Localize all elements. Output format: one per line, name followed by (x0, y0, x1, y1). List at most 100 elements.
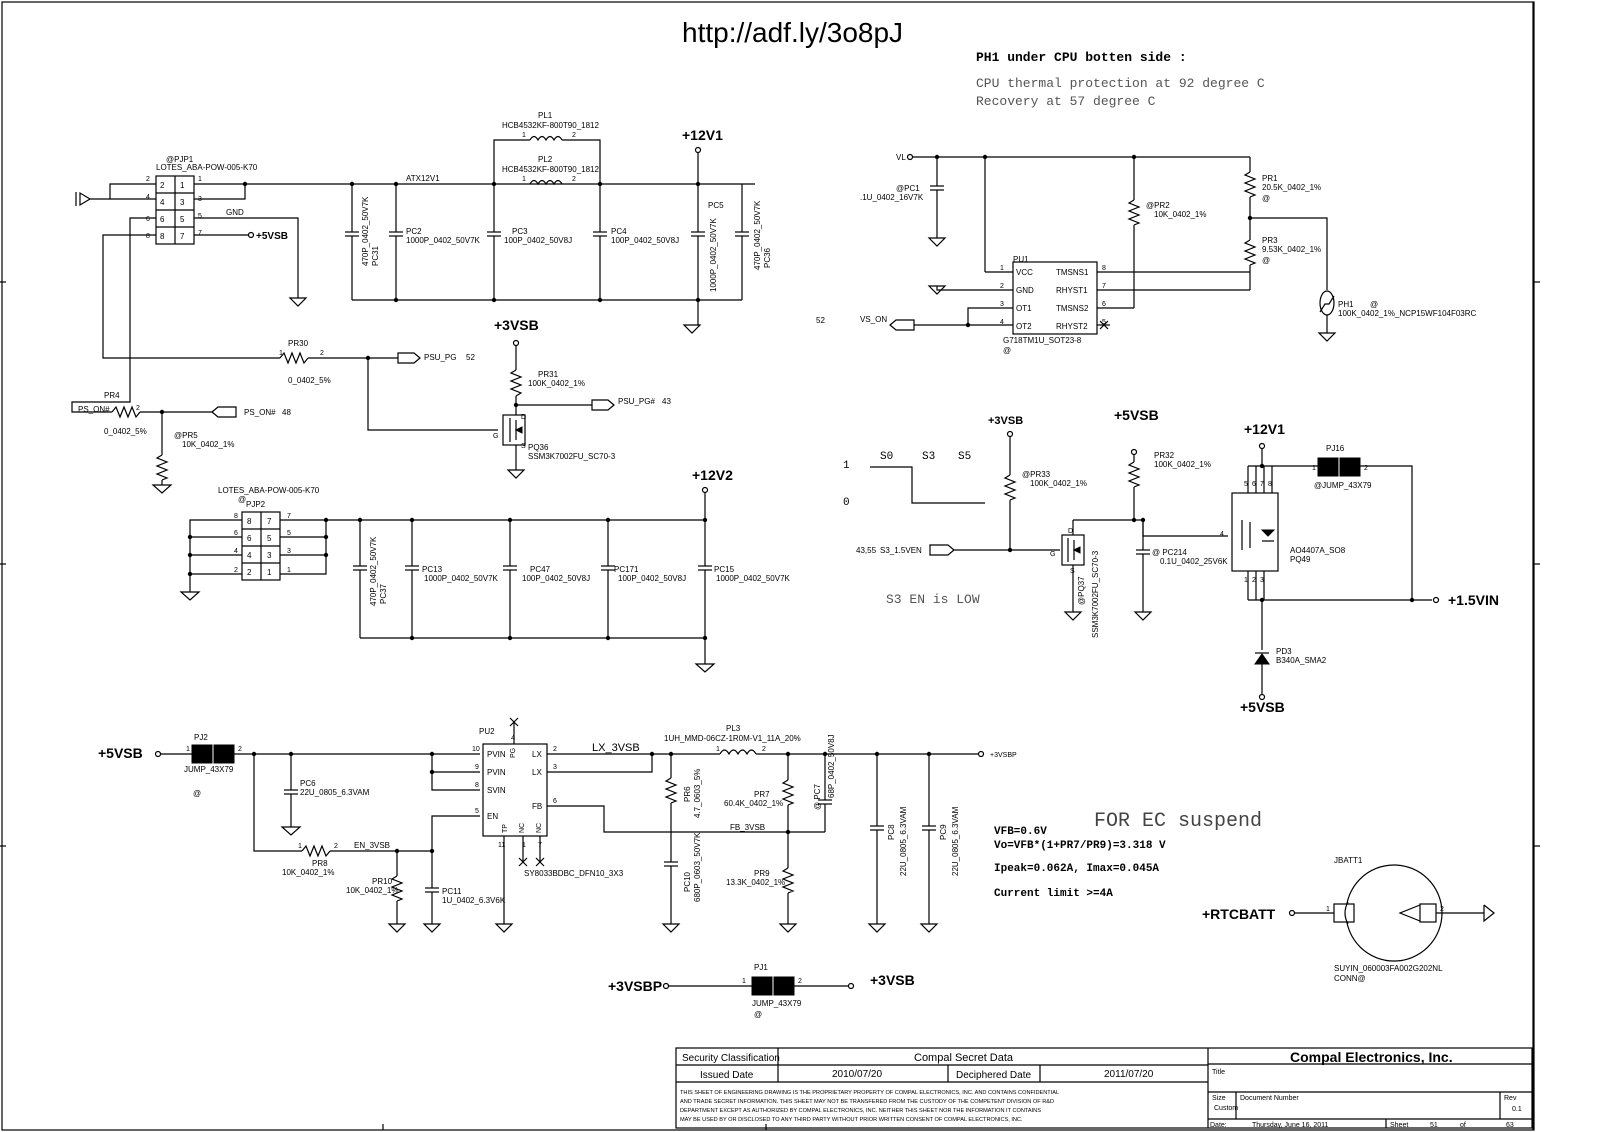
pr9-ref: PR9 (754, 869, 770, 878)
svg-text:7: 7 (1102, 283, 1106, 290)
pc3-ref: PC3 (512, 227, 528, 236)
pj2-ref: PJ2 (194, 733, 208, 742)
pc36-value: 470P_0402_50V7K (753, 200, 762, 270)
svg-text:1: 1 (1326, 906, 1330, 913)
svg-text:8: 8 (247, 517, 252, 526)
pr31-value: 100K_0402_1% (528, 379, 585, 388)
pjp1-part: LOTES_ABA-POW-005-K70 (156, 163, 258, 172)
jbatt1-conn: CONN@ (1334, 974, 1366, 983)
pj1-value: JUMP_43X79 (752, 999, 802, 1008)
date-label: Date: (1210, 1122, 1227, 1129)
docnum-label: Document Number (1240, 1095, 1299, 1102)
company-name: Compal Electronics, Inc. (1290, 1049, 1453, 1065)
pu2-pin-en: EN (487, 812, 498, 821)
ph1-at: @ (1370, 300, 1378, 309)
s3-en-net: S3_1.5VEN (880, 546, 922, 555)
disclaimer-1: THIS SHEET OF ENGINEERING DRAWING IS THE… (680, 1090, 1059, 1096)
svg-text:1: 1 (186, 746, 190, 753)
svg-text:7: 7 (180, 232, 185, 241)
pr2-value: 10K_0402_1% (1154, 210, 1207, 219)
pu1-pin-rhyst2: RHYST2 (1056, 322, 1088, 331)
pc31-value: 470P_0402_50V7K (361, 196, 370, 266)
rev-label: Rev (1504, 1095, 1517, 1102)
pc11-ref: PC11 (442, 887, 462, 896)
pl3-value: 1UH_MMD-06CZ-1R0M-V1_11A_20% (664, 734, 801, 743)
pj16-jumper (1317, 457, 1361, 477)
rail-15vin: +1.5VIN (1448, 592, 1499, 608)
size-value: Custom (1214, 1105, 1238, 1112)
svg-text:4: 4 (247, 551, 252, 560)
pr8-value: 10K_0402_1% (282, 868, 335, 877)
pj2-value: JUMP_43X79 (184, 765, 234, 774)
pr6-ref: PR6 (683, 786, 692, 802)
ps-on-ref: 48 (282, 408, 291, 417)
pr7-value: 60.4K_0402_1% (724, 799, 783, 808)
pu1-pin-gnd: GND (1016, 286, 1034, 295)
svg-text:5: 5 (267, 534, 272, 543)
pu2-pin-tp: TP (502, 824, 509, 833)
pq49-value: AO4407A_SO8 (1290, 546, 1346, 555)
pu1-pin-ot2: OT2 (1016, 322, 1032, 331)
svg-text:6: 6 (234, 530, 238, 537)
svg-text:10: 10 (472, 746, 480, 753)
svg-text:G: G (1050, 551, 1055, 558)
svg-text:2: 2 (798, 978, 802, 985)
svg-text:D: D (521, 414, 526, 421)
pq37-mosfet: DSG (1050, 528, 1085, 575)
pq37-ref: @PQ37 (1077, 576, 1086, 605)
rail-5vsb-pd3: +5VSB (1240, 699, 1285, 715)
pu1-pin-tmsns2: TMSNS2 (1056, 304, 1089, 313)
pu2-pin-nc2: NC (536, 823, 543, 833)
pr2-ref: @PR2 (1146, 201, 1170, 210)
svg-text:9: 9 (475, 764, 479, 771)
pc31-ref: PC31 (371, 245, 380, 266)
svg-text:5: 5 (475, 808, 479, 815)
pc5-value: 1000P_0402_50V7K (709, 217, 718, 292)
pj16-value: @JUMP_43X79 (1314, 481, 1372, 490)
level-1: 1 (843, 460, 850, 472)
ps-on-net: PS_ON# (244, 408, 276, 417)
pu1-ic: VCC TMSNS1 GND RHYST1 OT1 TMSNS2 OT2 RHY… (1012, 261, 1098, 335)
pc13-value: 1000P_0402_50V7K (424, 574, 499, 583)
pr30-ref: PR30 (288, 339, 309, 348)
pu2-pin-lx1: LX (532, 750, 542, 759)
rail-5vsb-small: +5VSB (256, 231, 288, 242)
state-s5: S5 (958, 451, 971, 463)
svg-text:1: 1 (716, 746, 720, 753)
svg-text:3: 3 (1260, 577, 1264, 584)
pu2-pin-pg: PG (510, 748, 517, 758)
psu-pg-n-net: PSU_PG# (618, 397, 655, 406)
pr3-value: 9.53K_0402_1% (1262, 245, 1321, 254)
svg-text:1: 1 (298, 843, 302, 850)
svg-text:8: 8 (234, 513, 238, 520)
pc36-ref: PC36 (763, 247, 772, 268)
pl3-inductor (719, 749, 757, 756)
rail-5vsb-buck: +5VSB (98, 745, 143, 761)
svg-text:4: 4 (146, 194, 150, 201)
svg-text:6: 6 (247, 534, 252, 543)
svg-text:1: 1 (198, 176, 202, 183)
pu1-pin-rhyst1: RHYST1 (1056, 286, 1088, 295)
svg-text:2: 2 (146, 176, 150, 183)
svg-text:4: 4 (1000, 319, 1004, 326)
svg-text:4: 4 (511, 735, 515, 742)
pu2-pin-nc1: NC (519, 823, 526, 833)
svg-text:2: 2 (762, 746, 766, 753)
pd3-ref: PD3 (1276, 647, 1292, 656)
rev-value: 0.1 (1512, 1106, 1522, 1113)
pr3-at: @ (1262, 256, 1270, 265)
pu2-value: SY8033BDBC_DFN10_3X3 (524, 869, 624, 878)
svg-text:6: 6 (1252, 481, 1256, 488)
svg-text:6: 6 (160, 215, 165, 224)
pu2-ic: PVIN PVIN SVIN EN LX LX FB PG TP NC NC (482, 743, 548, 837)
pu1-at: @ (1003, 346, 1011, 355)
ipeak-note: Ipeak=0.062A, Imax=0.045A (994, 863, 1159, 875)
pc4-value: 100P_0402_50V8J (611, 236, 679, 245)
svg-text:3: 3 (1000, 301, 1004, 308)
pu1-pin-ot1: OT1 (1016, 304, 1032, 313)
pr32-ref: PR32 (1154, 451, 1175, 460)
svg-text:8: 8 (160, 232, 165, 241)
pc7-ref: @ PC7 (813, 784, 822, 810)
pr31-ref: PR31 (538, 370, 559, 379)
pc10-ref: PC10 (683, 871, 692, 892)
